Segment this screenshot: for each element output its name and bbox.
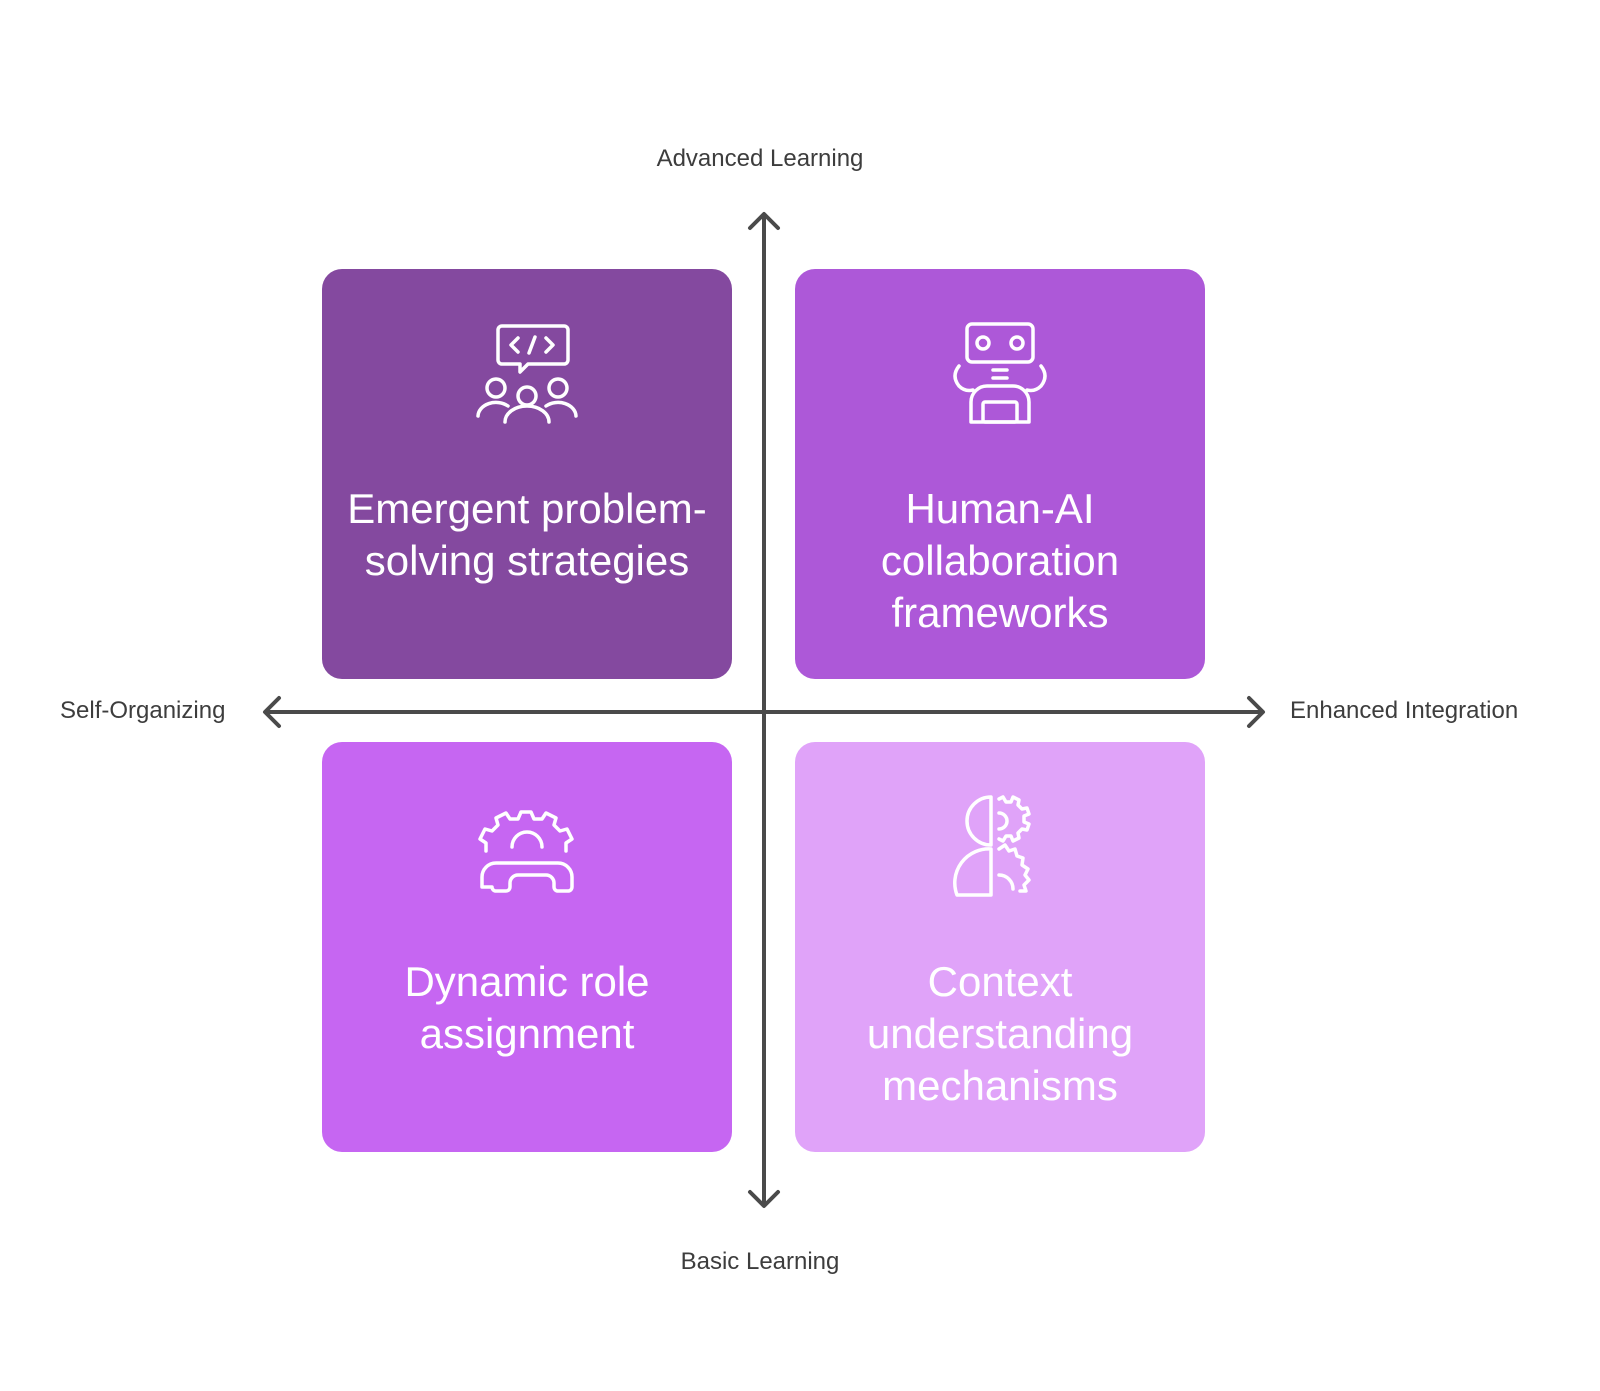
quadrant-bottom-right: Context understanding mechanisms bbox=[795, 742, 1205, 1152]
arrow-down-icon bbox=[748, 1190, 780, 1208]
quadrant-title: Emergent problem-solving strategies bbox=[347, 485, 707, 584]
gear-phone-icon bbox=[467, 786, 587, 906]
axis-label-left: Self-Organizing bbox=[60, 697, 226, 724]
quadrant-title: Context understanding mechanisms bbox=[866, 958, 1134, 1109]
axis-label-top: Advanced Learning bbox=[656, 145, 864, 172]
robot-icon bbox=[940, 313, 1060, 433]
head-gear-icon bbox=[940, 786, 1060, 906]
quadrant-title: Dynamic role assignment bbox=[404, 958, 650, 1057]
arrow-right-icon bbox=[1247, 696, 1265, 728]
axis-label-right: Enhanced Integration bbox=[1290, 697, 1519, 724]
quadrant-bottom-left: Dynamic role assignment bbox=[322, 742, 732, 1152]
quadrant-title: Human-AI collaboration frameworks bbox=[880, 485, 1120, 636]
arrow-up-icon bbox=[748, 212, 780, 230]
quadrant-top-right: Human-AI collaboration frameworks bbox=[795, 269, 1205, 679]
arrow-left-icon bbox=[263, 696, 281, 728]
quadrant-top-left: Emergent problem-solving strategies bbox=[322, 269, 732, 679]
team-code-collaboration-icon bbox=[467, 313, 587, 433]
axis-label-bottom: Basic Learning bbox=[680, 1248, 840, 1275]
